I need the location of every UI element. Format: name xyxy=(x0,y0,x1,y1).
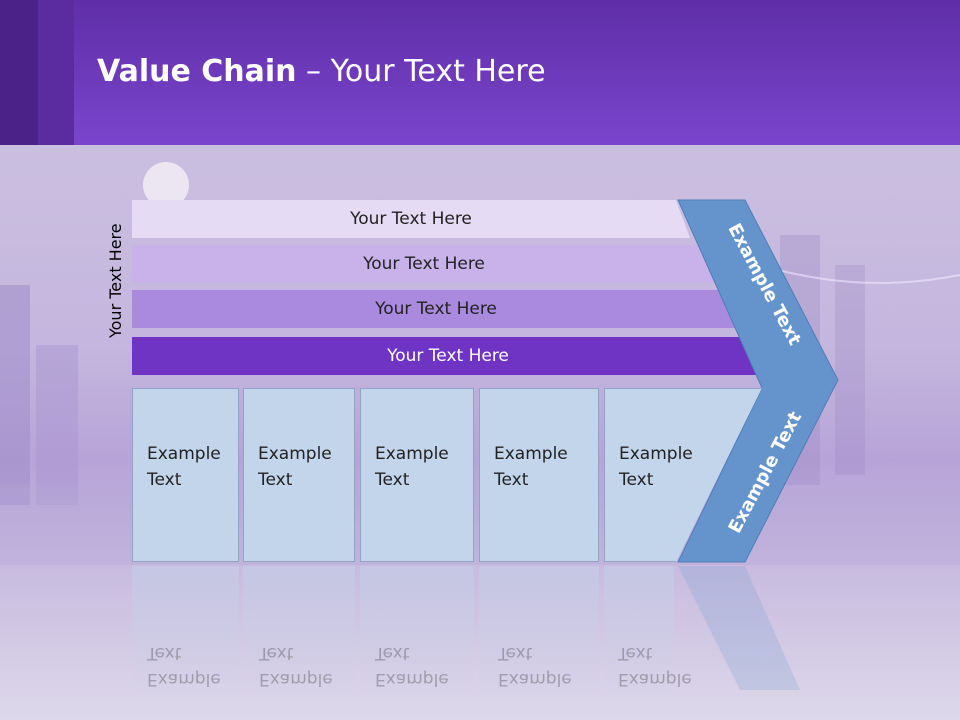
slide-title: Value Chain – Your Text Here xyxy=(97,54,546,89)
header-stripe-mid xyxy=(38,0,74,145)
box-5-line2: Text xyxy=(619,470,654,490)
reflection-text-3: Example Text xyxy=(375,640,449,692)
box-5-line1: Example xyxy=(619,444,693,464)
reflection-5 xyxy=(604,566,674,696)
bar-4-label: Your Text Here xyxy=(387,346,509,366)
reflection-3 xyxy=(360,566,474,696)
refl-3-line2: Text xyxy=(375,643,410,663)
reflection-1 xyxy=(132,566,239,696)
refl-1-line1: Example xyxy=(147,669,221,689)
box-4-line1: Example xyxy=(494,444,568,464)
title-bold: Value Chain xyxy=(97,54,297,89)
slide-header: Value Chain – Your Text Here xyxy=(0,0,960,145)
bar-2: Your Text Here xyxy=(132,245,716,283)
refl-3-line1: Example xyxy=(375,669,449,689)
reflection-text-4: Example Text xyxy=(498,640,572,692)
refl-4-line1: Example xyxy=(498,669,572,689)
box-1-line2: Text xyxy=(147,470,182,490)
box-3-line1: Example xyxy=(375,444,449,464)
refl-2-line2: Text xyxy=(259,643,294,663)
header-stripe-dark xyxy=(0,0,38,145)
reflection-4 xyxy=(479,566,599,696)
bar-2-label: Your Text Here xyxy=(363,254,485,274)
title-rest: – Your Text Here xyxy=(296,54,546,89)
reflection-text-2: Example Text xyxy=(259,640,333,692)
box-2-line1: Example xyxy=(258,444,332,464)
refl-2-line1: Example xyxy=(259,669,333,689)
box-4-line2: Text xyxy=(494,470,529,490)
bar-3: Your Text Here xyxy=(132,290,740,328)
reflection-text-1: Example Text xyxy=(147,640,221,692)
refl-5-line1: Example xyxy=(618,669,692,689)
chevron-shape xyxy=(677,199,839,563)
refl-4-line2: Text xyxy=(498,643,533,663)
box-2-line2: Text xyxy=(258,470,293,490)
box-3-line2: Text xyxy=(375,470,410,490)
refl-5-line2: Text xyxy=(618,643,653,663)
bar-1-label: Your Text Here xyxy=(350,209,472,229)
chevron-reflection xyxy=(678,566,800,690)
reflection-text-5: Example Text xyxy=(618,640,692,692)
bar-4: Your Text Here xyxy=(132,337,764,375)
reflection-2 xyxy=(243,566,355,696)
bar-1: Your Text Here xyxy=(132,200,690,238)
refl-1-line2: Text xyxy=(147,643,182,663)
box-1-line1: Example xyxy=(147,444,221,464)
bar-3-label: Your Text Here xyxy=(375,299,497,319)
